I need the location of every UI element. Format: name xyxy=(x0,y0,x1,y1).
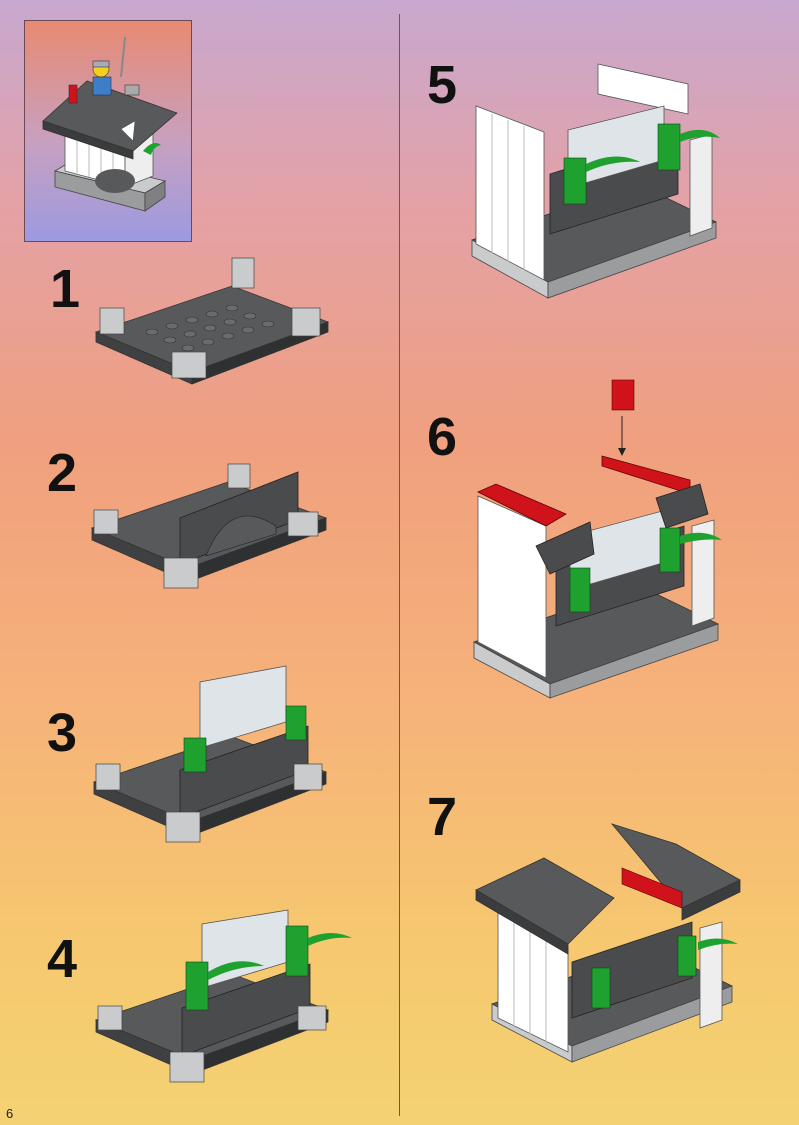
step-number-1: 1 xyxy=(50,259,81,319)
step-number-3: 3 xyxy=(47,703,78,763)
step-2-model xyxy=(88,458,332,608)
step-5-model xyxy=(468,44,728,304)
step-7-model xyxy=(472,818,752,1068)
step-6-model xyxy=(470,376,730,706)
step-number-6: 6 xyxy=(427,407,458,467)
step-3-model xyxy=(90,652,330,866)
page-number: 6 xyxy=(6,1106,14,1121)
step-number-7: 7 xyxy=(427,787,458,847)
step-1-model xyxy=(92,252,332,404)
step-number-4: 4 xyxy=(47,929,78,989)
step-4-model xyxy=(92,902,354,1102)
finished-model-preview xyxy=(24,20,192,242)
step-number-5: 5 xyxy=(427,55,458,115)
column-divider xyxy=(399,14,400,1116)
step-number-2: 2 xyxy=(47,443,78,503)
finished-model-illustration xyxy=(42,36,178,212)
